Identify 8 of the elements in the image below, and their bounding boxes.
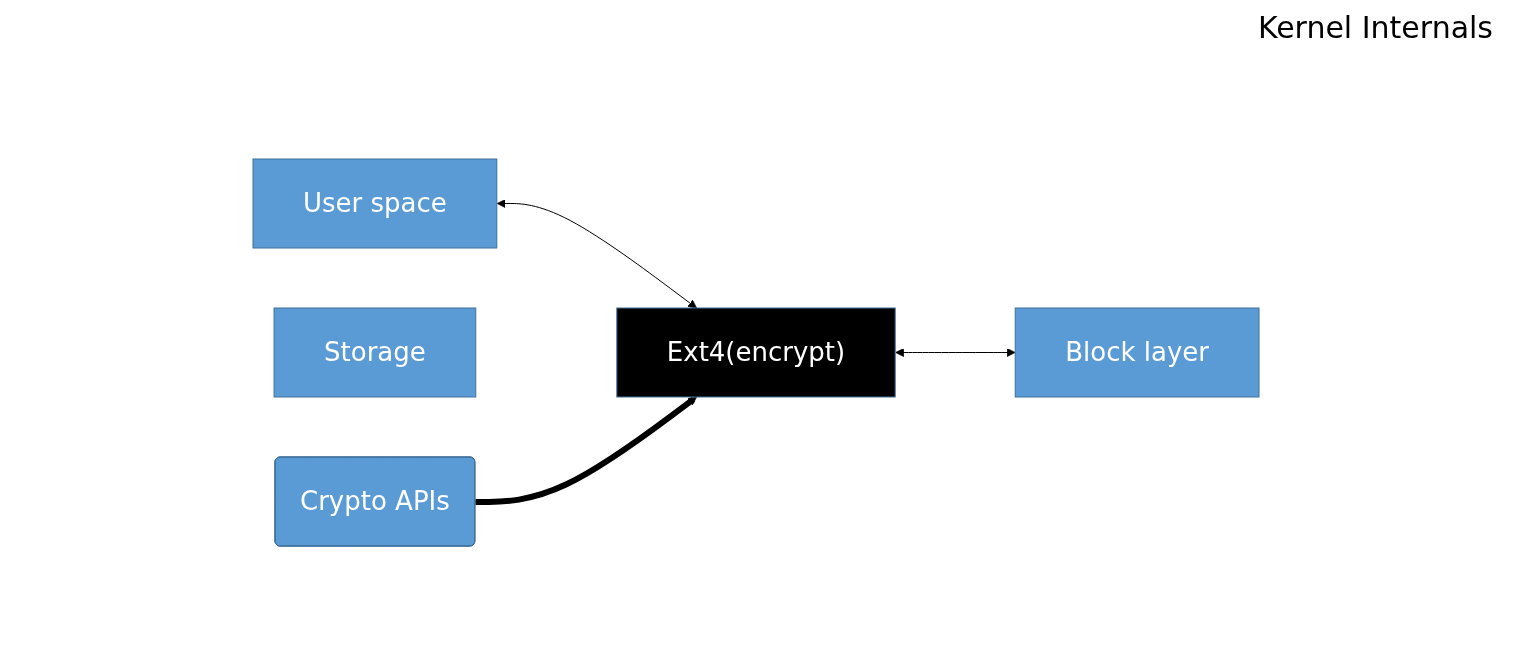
arrow [895, 348, 1017, 357]
node-box: Storage [274, 307, 477, 398]
node-box: User space [253, 158, 498, 249]
node-box: Ext4(encrypt) [616, 307, 897, 398]
section-label: Kernel Internals [1257, 10, 1493, 45]
node-box: Block layer [1015, 307, 1260, 398]
arrow [497, 199, 698, 309]
arrow [475, 396, 698, 505]
